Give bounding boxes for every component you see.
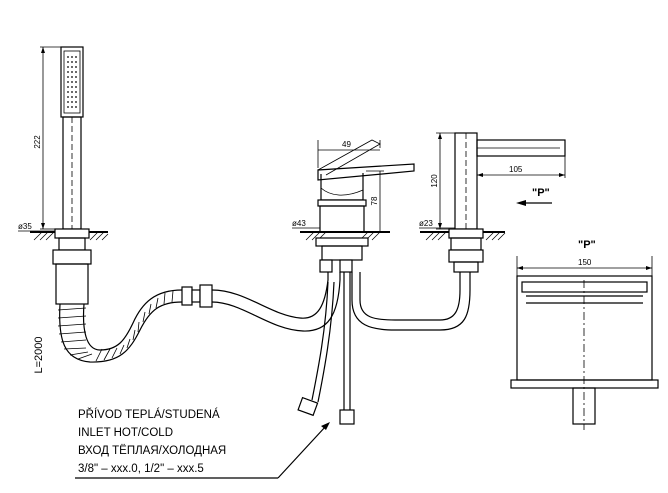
- dim-49-text: 49: [342, 140, 351, 149]
- view-arrow-label: "P": [532, 187, 550, 199]
- mixer: [297, 139, 471, 425]
- detail-label: "P": [578, 239, 596, 251]
- inlet-note-line1: PŘÍVOD TEPLÁ/STUDENÁ: [78, 408, 220, 421]
- shower-nozzles: [67, 56, 77, 108]
- dim-150-text: 150: [578, 258, 592, 267]
- dim-105: 105: [476, 156, 566, 178]
- dim-d35-text: ø35: [18, 222, 32, 231]
- dim-120-text: 120: [430, 174, 439, 188]
- hose-length-text: L=2000: [33, 336, 45, 373]
- dim-78: 78: [366, 170, 384, 233]
- dim-d43-text: ø43: [292, 219, 306, 228]
- dim-d43: ø43: [292, 219, 320, 229]
- dim-222-text: 222: [33, 135, 42, 149]
- dim-49: 49: [317, 140, 381, 168]
- dim-222: 222: [33, 46, 61, 230]
- inlet-note: PŘÍVOD TEPLÁ/STUDENÁ INLET HOT/COLD ВХОД…: [75, 408, 330, 479]
- dim-120: 120: [430, 132, 455, 230]
- inlet-note-line4: 3/8" – xxx.0, 1/2" – xxx.5: [78, 463, 204, 475]
- view-arrow: "P": [516, 187, 552, 206]
- hose: [57, 272, 341, 363]
- dim-d23: ø23: [419, 219, 455, 229]
- inlet-note-line3: ВХОД ТЁПЛАЯ/ХОЛОДНАЯ: [78, 445, 226, 457]
- inlet-note-line2: INLET HOT/COLD: [78, 427, 173, 439]
- detail-p: "P" 150: [510, 239, 659, 430]
- dim-d23-text: ø23: [419, 219, 433, 228]
- dim-d35: ø35: [18, 222, 55, 232]
- dim-105-text: 105: [509, 165, 523, 174]
- spout: [420, 132, 566, 273]
- dim-78-text: 78: [370, 196, 379, 205]
- hand-shower: [30, 46, 109, 305]
